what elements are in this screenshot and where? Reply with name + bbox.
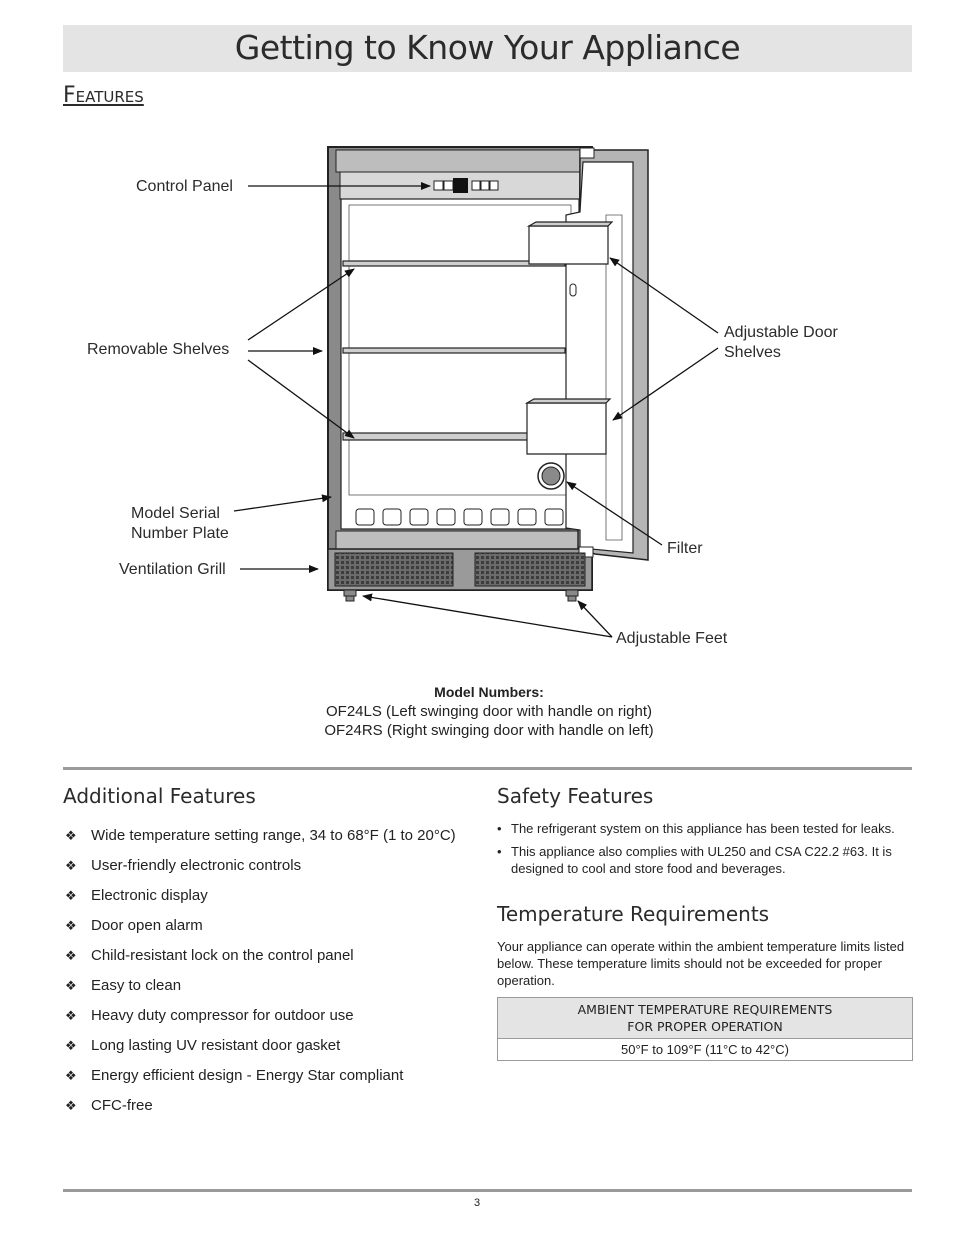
diamond-bullet-icon: ❖ [65,978,77,993]
diamond-bullet-icon: ❖ [65,1008,77,1023]
list-item: ❖Long lasting UV resistant door gasket [65,1037,341,1054]
additional-features-list: ❖Wide temperature setting range, 34 to 6… [63,826,483,1126]
label-adjustable-door-2: Shelves [724,344,781,361]
filter [537,462,565,490]
table-header: AMBIENT TEMPERATURE REQUIREMENTS FOR PRO… [497,997,913,1039]
temperature-table: AMBIENT TEMPERATURE REQUIREMENTS FOR PRO… [497,997,913,1061]
diamond-bullet-icon: ❖ [65,888,77,903]
diamond-bullet-icon: ❖ [65,1098,77,1113]
list-item: ❖User-friendly electronic controls [65,857,302,874]
footer-divider [63,1189,912,1192]
list-item: ❖Easy to clean [65,977,182,994]
label-filter: Filter [667,540,703,557]
label-control-panel: Control Panel [136,178,233,195]
list-item: ❖Energy efficient design - Energy Star c… [65,1067,404,1084]
page-number: 3 [473,1197,481,1209]
diamond-bullet-icon: ❖ [65,948,77,963]
diamond-bullet-icon: ❖ [65,918,77,933]
model-numbers-heading: Model Numbers: [434,684,544,700]
list-item: ❖Electronic display [65,887,208,904]
label-ventilation-grill: Ventilation Grill [119,561,226,578]
list-item: •The refrigerant system on this applianc… [497,821,895,836]
temperature-paragraph: Your appliance can operate within the am… [497,939,905,988]
callout-arrows [233,182,719,638]
list-item: ❖CFC-free [65,1097,153,1114]
table-cell: 50°F to 109°F (11°C to 42°C) [497,1038,913,1061]
diamond-bullet-icon: ❖ [65,1038,77,1053]
safety-features-list: •The refrigerant system on this applianc… [497,820,915,883]
label-removable-shelves: Removable Shelves [87,341,230,358]
safety-features-heading: Safety Features [497,784,654,808]
label-adjustable-feet: Adjustable Feet [616,630,728,647]
additional-features-heading: Additional Features [63,784,256,808]
diamond-bullet-icon: ❖ [65,828,77,843]
title-bar: Getting to Know Your Appliance [63,25,912,72]
list-item: •This appliance also complies with UL250… [497,844,892,876]
list-item: ❖Wide temperature setting range, 34 to 6… [65,827,456,844]
list-item: ❖Door open alarm [65,917,203,934]
features-heading: Features [63,83,144,108]
diamond-bullet-icon: ❖ [65,1068,77,1083]
door-shelves [524,221,614,455]
crisper-bins [355,508,564,526]
control-panel [433,178,499,193]
list-item: ❖Child-resistant lock on the control pan… [65,947,354,964]
label-model-serial-1: Model Serial [131,505,220,522]
model-number-line: OF24LS (Left swinging door with handle o… [325,703,652,720]
model-number-line: OF24RS (Right swinging door with handle … [324,722,654,739]
bullet-icon: • [497,821,502,836]
label-model-serial-2: Number Plate [131,525,229,542]
temperature-requirements-heading: Temperature Requirements [497,902,770,926]
bullet-icon: • [497,844,502,859]
model-numbers: Model Numbers: OF24LS (Left swinging doo… [63,683,915,740]
section-divider [63,767,912,770]
diamond-bullet-icon: ❖ [65,858,77,873]
ventilation-grill [334,552,586,587]
adjustable-feet [343,589,579,602]
page-title: Getting to Know Your Appliance [234,28,741,67]
label-adjustable-door-1: Adjustable Door [724,324,838,341]
appliance-diagram [233,146,719,638]
list-item: ❖Heavy duty compressor for outdoor use [65,1007,354,1024]
